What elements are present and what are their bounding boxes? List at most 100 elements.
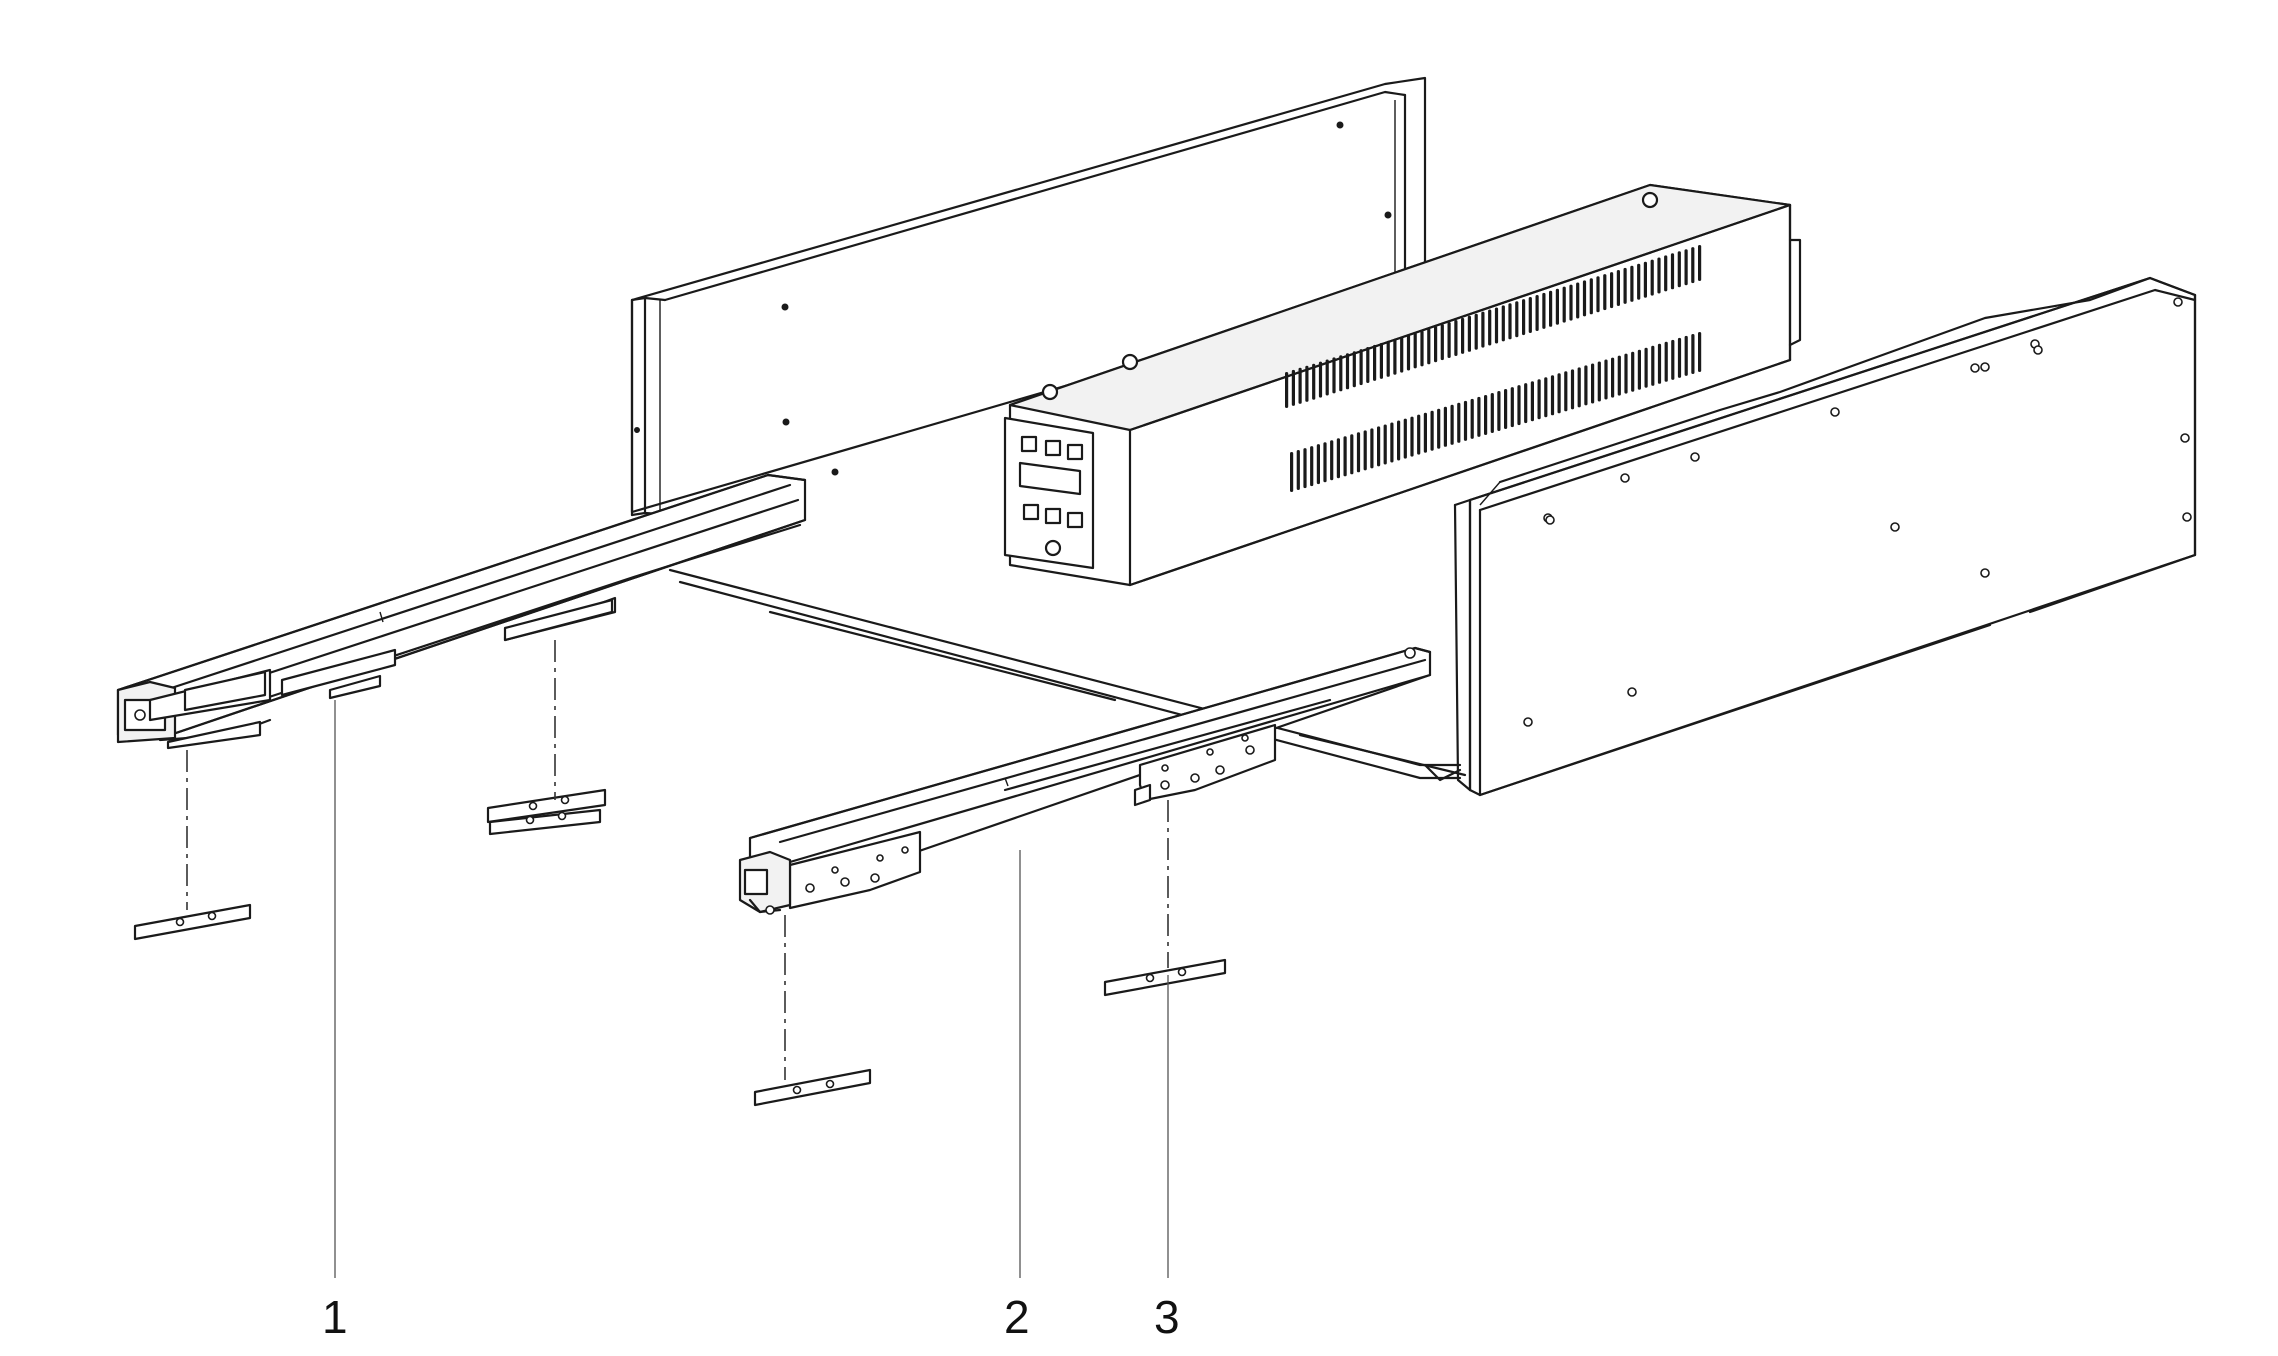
- right-side-panel: [1453, 276, 2197, 797]
- vent-slot: [1423, 412, 1427, 453]
- vent-slot: [1420, 330, 1424, 367]
- vent-slot: [1644, 347, 1648, 388]
- vent-slot: [1440, 324, 1444, 361]
- vent-slot: [1450, 404, 1454, 445]
- vent-slot: [1430, 410, 1434, 451]
- vent-slot: [1484, 395, 1488, 435]
- vent-slot: [1434, 326, 1438, 363]
- vent-slot: [1359, 349, 1363, 386]
- vent-slot: [1298, 367, 1302, 404]
- vent-slot: [1684, 335, 1688, 376]
- vent-slot: [1610, 272, 1614, 309]
- bracket-plate: [1103, 958, 1227, 997]
- vent-slot: [1631, 351, 1635, 392]
- left-drawer-runner: [116, 473, 807, 750]
- vent-slot: [1671, 339, 1675, 380]
- vent-slot: [1413, 332, 1417, 369]
- vent-slot: [1508, 303, 1512, 340]
- callout-3: 3: [1154, 1291, 1180, 1343]
- bracket-plate: [488, 808, 602, 836]
- side-panel-holes: [1523, 297, 2192, 727]
- vent-slot: [1596, 276, 1600, 313]
- vent-slot: [1474, 313, 1478, 350]
- vent-slot: [1497, 391, 1501, 431]
- vent-slot: [1535, 295, 1539, 331]
- vent-slot: [1290, 452, 1294, 492]
- vent-slot: [1477, 396, 1481, 437]
- vent-slot: [1589, 278, 1593, 315]
- vent-slot: [1318, 361, 1323, 398]
- vent-slot: [1323, 442, 1327, 483]
- leader-lines: [334, 700, 1169, 1278]
- vent-slot: [1470, 398, 1474, 439]
- bracket-plate: [486, 788, 607, 824]
- vent-slot: [1386, 340, 1390, 377]
- vent-slot: [1584, 365, 1588, 406]
- vent-slot: [1510, 387, 1514, 428]
- vent-slot: [1522, 299, 1526, 336]
- vent-slot: [1530, 381, 1534, 422]
- vent-slot: [1447, 322, 1451, 358]
- vent-slot: [1637, 263, 1641, 300]
- vent-slot: [1537, 379, 1541, 420]
- vent-slot: [1291, 369, 1295, 406]
- vent-slot: [1437, 408, 1441, 449]
- vent-slot: [1463, 400, 1468, 441]
- vent-slot: [1677, 251, 1681, 288]
- floor-brackets: [133, 788, 1227, 1107]
- vent-slot: [1427, 328, 1431, 365]
- vent-slot: [1528, 297, 1532, 333]
- vent-slot: [1549, 290, 1553, 327]
- vent-slot: [1377, 426, 1381, 467]
- vent-slot: [1406, 334, 1411, 371]
- vent-slot: [1517, 385, 1521, 426]
- vent-slot: [1403, 418, 1407, 459]
- vent-slot: [1410, 416, 1414, 457]
- vent-slot: [1352, 351, 1356, 388]
- vent-slot: [1550, 375, 1555, 416]
- vent-slot: [1570, 369, 1575, 410]
- vent-slot: [1336, 438, 1340, 479]
- control-panel: [1003, 416, 1095, 570]
- right-drawer-runner: [738, 646, 1432, 915]
- vent-slot: [1611, 357, 1615, 398]
- vent-slot: [1312, 363, 1316, 400]
- vent-slot: [1616, 270, 1620, 306]
- back-panel: [630, 76, 1427, 517]
- vent-slot: [1383, 424, 1387, 465]
- vent-slot: [1557, 373, 1561, 414]
- vent-slot: [1624, 353, 1628, 394]
- vent-slot: [1597, 361, 1601, 402]
- vent-slot: [1343, 436, 1347, 477]
- vent-slots-upper: [1285, 245, 1702, 408]
- vent-slots-lower: [1290, 332, 1702, 492]
- vent-slot: [1637, 349, 1641, 390]
- vent-slot: [1400, 336, 1404, 373]
- vent-slot: [1330, 440, 1334, 481]
- vent-slot: [1481, 311, 1485, 348]
- vent-slot: [1670, 253, 1675, 290]
- vent-slot: [1332, 357, 1336, 394]
- vent-slot: [1564, 371, 1568, 412]
- vent-slot: [1310, 446, 1314, 487]
- vent-slot: [1562, 286, 1566, 323]
- vent-slot: [1316, 444, 1320, 485]
- vent-slot: [1691, 334, 1695, 374]
- callout-1: 1: [322, 1291, 348, 1343]
- vent-slot: [1664, 341, 1668, 382]
- vent-slot: [1576, 282, 1580, 319]
- vent-slot: [1494, 307, 1499, 344]
- bottom-frame: [668, 568, 1467, 782]
- vent-slot: [1577, 367, 1581, 408]
- vent-slot: [1591, 363, 1595, 404]
- vent-slot: [1303, 448, 1307, 489]
- vent-slot: [1603, 274, 1607, 311]
- vent-slot: [1677, 337, 1682, 378]
- vent-slot: [1569, 284, 1573, 321]
- vent-slot: [1379, 342, 1383, 379]
- vent-slot: [1285, 372, 1289, 408]
- bracket-plate: [133, 903, 252, 941]
- vent-slot: [1691, 247, 1695, 284]
- vent-slot: [1698, 245, 1702, 281]
- vent-slot: [1417, 414, 1421, 455]
